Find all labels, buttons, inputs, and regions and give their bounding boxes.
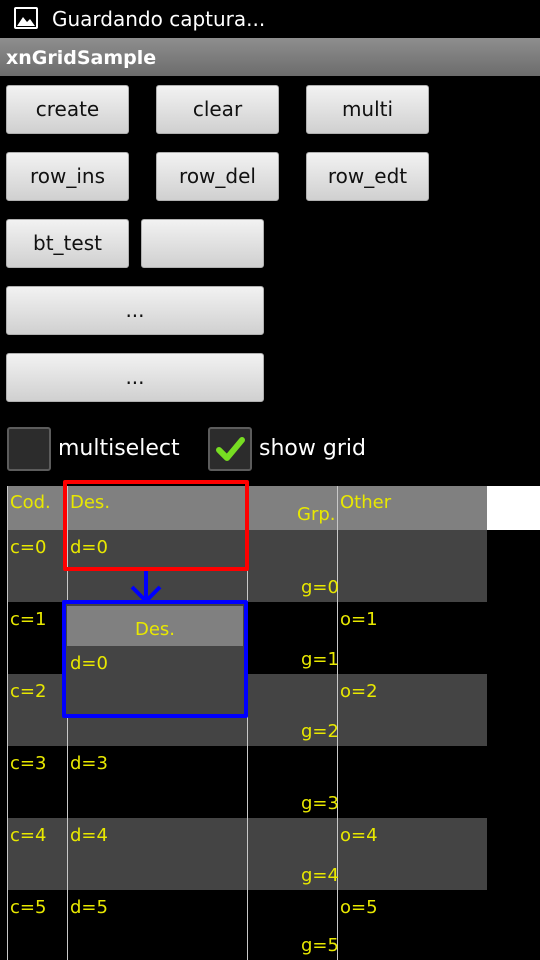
cell-other[interactable]: o=4: [340, 825, 378, 846]
cell-grp[interactable]: g=1: [301, 649, 339, 670]
cell-other[interactable]: o=2: [340, 681, 378, 702]
title-bar: [0, 38, 540, 76]
source-highlight-box: [63, 480, 249, 571]
show-grid-label: show grid: [259, 436, 366, 461]
cell-cod[interactable]: c=5: [10, 897, 47, 918]
header-des[interactable]: Des.: [70, 492, 111, 513]
cell-grp[interactable]: g=4: [301, 865, 339, 886]
cell-cod[interactable]: c=0: [10, 537, 47, 558]
row-del-button[interactable]: row_del: [156, 152, 279, 201]
multiselect-checkbox[interactable]: [7, 427, 51, 471]
cell-cod[interactable]: c=1: [10, 609, 47, 630]
cell-cod[interactable]: c=4: [10, 825, 47, 846]
cell-other[interactable]: o=1: [340, 609, 378, 630]
cell-grp[interactable]: g=3: [301, 793, 339, 814]
bt-test-button[interactable]: bt_test: [6, 219, 129, 268]
row-edt-button[interactable]: row_edt: [306, 152, 429, 201]
drag-preview-header: Des.: [67, 606, 243, 646]
header-cod[interactable]: Cod.: [10, 492, 51, 513]
header-other[interactable]: Other: [340, 492, 392, 513]
cell-des[interactable]: d=3: [70, 753, 108, 774]
dots-button-1[interactable]: ...: [6, 286, 264, 335]
image-icon: [14, 7, 38, 29]
grid-line: [337, 486, 338, 960]
grid-line: [67, 486, 68, 960]
app-title: xnGridSample: [6, 47, 157, 69]
cell-grp[interactable]: g=0: [301, 577, 339, 598]
dots-button-2[interactable]: ...: [6, 353, 264, 402]
drag-preview-value: d=0: [70, 653, 108, 674]
check-mark-icon: [216, 437, 245, 461]
create-button[interactable]: create: [6, 85, 129, 134]
target-highlight-box: [62, 600, 248, 718]
clear-button[interactable]: clear: [156, 85, 279, 134]
cell-des[interactable]: d=5: [70, 897, 108, 918]
cell-des[interactable]: d=0: [70, 537, 108, 558]
cell-other[interactable]: o=5: [340, 897, 378, 918]
cell-cod[interactable]: c=3: [10, 753, 47, 774]
row-ins-button[interactable]: row_ins: [6, 152, 129, 201]
grid-header-filler: [487, 486, 540, 530]
arrow-down-icon: [130, 571, 162, 604]
grid-line: [247, 486, 248, 960]
status-text: Guardando captura...: [52, 7, 266, 31]
status-bar: [0, 0, 540, 38]
show-grid-checkbox[interactable]: [208, 427, 252, 471]
grid-line: [7, 486, 8, 960]
blank-button[interactable]: [141, 219, 264, 268]
cell-cod[interactable]: c=2: [10, 681, 47, 702]
header-grp[interactable]: Grp.: [297, 504, 336, 525]
multiselect-label: multiselect: [58, 436, 180, 461]
cell-des[interactable]: d=4: [70, 825, 108, 846]
multi-button[interactable]: multi: [306, 85, 429, 134]
cell-grp[interactable]: g=2: [301, 721, 339, 742]
cell-grp[interactable]: g=5: [301, 935, 339, 956]
